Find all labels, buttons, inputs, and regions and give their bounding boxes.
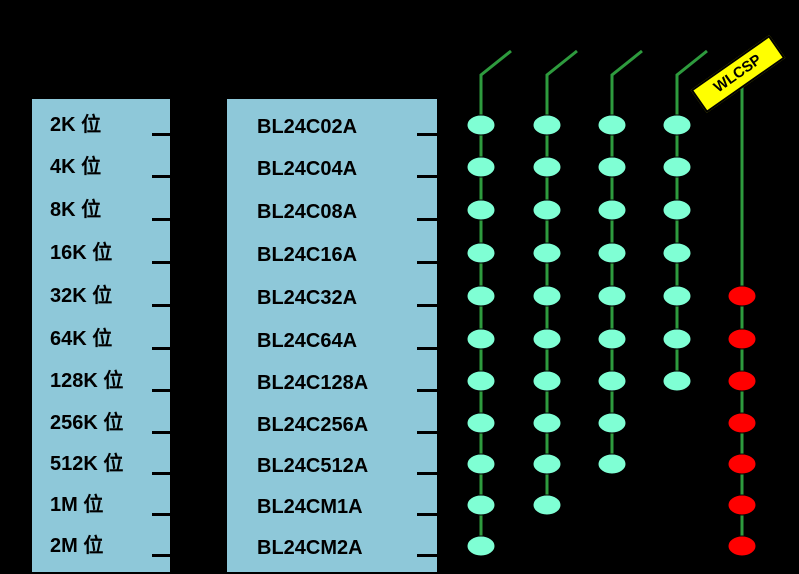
part-number-label: BL24C128A (257, 372, 369, 394)
part-number-label: BL24C16A (257, 244, 358, 266)
availability-dot (662, 156, 692, 178)
connector-tick (152, 389, 170, 392)
connector-tick (152, 347, 170, 350)
part-number-label: BL24C32A (257, 287, 358, 309)
wlcsp-availability-dot (727, 412, 757, 434)
availability-dot (597, 114, 627, 136)
package-stem (545, 49, 578, 505)
wlcsp-availability-dot (727, 535, 757, 557)
availability-dot (597, 156, 627, 178)
connector-tick (152, 218, 170, 221)
availability-dot (532, 328, 562, 350)
availability-dot (532, 370, 562, 392)
availability-dot (597, 242, 627, 264)
availability-dot (532, 494, 562, 516)
connector-tick (417, 218, 437, 221)
connector-tick (152, 175, 170, 178)
part-number-panel (227, 99, 437, 572)
availability-dot (662, 199, 692, 221)
availability-dot (597, 285, 627, 307)
connector-tick (417, 513, 437, 516)
capacity-label: 32K 位 (50, 285, 113, 307)
connector-tick (417, 347, 437, 350)
part-number-label: BL24C04A (257, 158, 358, 180)
capacity-panel (32, 99, 170, 572)
availability-dot (466, 494, 496, 516)
availability-dot (597, 453, 627, 475)
availability-dot (466, 535, 496, 557)
connector-tick (152, 261, 170, 264)
package-column (662, 49, 708, 392)
part-number-label: BL24C08A (257, 201, 358, 223)
availability-dot (662, 285, 692, 307)
part-number-label: BL24C64A (257, 330, 358, 352)
connector-tick (417, 389, 437, 392)
availability-dot (466, 370, 496, 392)
part-number-label: BL24CM1A (257, 496, 363, 518)
availability-dot (466, 285, 496, 307)
availability-dot (532, 242, 562, 264)
wlcsp-availability-dot (727, 494, 757, 516)
connector-tick (417, 304, 437, 307)
package-column (597, 49, 643, 475)
wlcsp-package-column (727, 85, 757, 557)
connector-tick (152, 304, 170, 307)
availability-dot (532, 199, 562, 221)
availability-dot (532, 114, 562, 136)
availability-dot (466, 199, 496, 221)
availability-dot (532, 156, 562, 178)
package-stem (675, 49, 708, 381)
capacity-label: 64K 位 (50, 328, 113, 350)
capacity-label: 128K 位 (50, 370, 124, 392)
part-number-label: BL24CM2A (257, 537, 363, 559)
capacity-label: 4K 位 (50, 156, 102, 178)
connector-tick (152, 431, 170, 434)
availability-dot (597, 412, 627, 434)
connector-tick (417, 431, 437, 434)
availability-dot (662, 328, 692, 350)
connector-tick (152, 133, 170, 136)
availability-dot (662, 114, 692, 136)
availability-dot (466, 453, 496, 475)
capacity-label: 1M 位 (50, 494, 104, 516)
connector-tick (152, 513, 170, 516)
connector-tick (152, 554, 170, 557)
connector-tick (152, 472, 170, 475)
capacity-label: 2M 位 (50, 535, 104, 557)
availability-dot (597, 370, 627, 392)
availability-dot (662, 370, 692, 392)
capacity-label: 8K 位 (50, 199, 102, 221)
part-number-label: BL24C512A (257, 455, 369, 477)
wlcsp-availability-dot (727, 328, 757, 350)
capacity-label: 2K 位 (50, 114, 102, 136)
wlcsp-availability-dot (727, 370, 757, 392)
availability-dot (662, 242, 692, 264)
part-number-label: BL24C256A (257, 414, 369, 436)
availability-dot (466, 242, 496, 264)
package-column (466, 49, 512, 557)
availability-dot (466, 328, 496, 350)
availability-dot (466, 114, 496, 136)
availability-dot (532, 412, 562, 434)
availability-dot (532, 453, 562, 475)
connector-tick (417, 554, 437, 557)
capacity-label: 512K 位 (50, 453, 124, 475)
capacity-label: 256K 位 (50, 412, 124, 434)
availability-dot (532, 285, 562, 307)
connector-tick (417, 133, 437, 136)
availability-dot (597, 328, 627, 350)
capacity-label: 16K 位 (50, 242, 113, 264)
availability-dot (466, 412, 496, 434)
wlcsp-availability-dot (727, 285, 757, 307)
connector-tick (417, 261, 437, 264)
connector-tick (417, 472, 437, 475)
wlcsp-availability-dot (727, 453, 757, 475)
part-number-label: BL24C02A (257, 116, 358, 138)
availability-dot (597, 199, 627, 221)
connector-tick (417, 175, 437, 178)
package-column (532, 49, 578, 516)
availability-dot (466, 156, 496, 178)
